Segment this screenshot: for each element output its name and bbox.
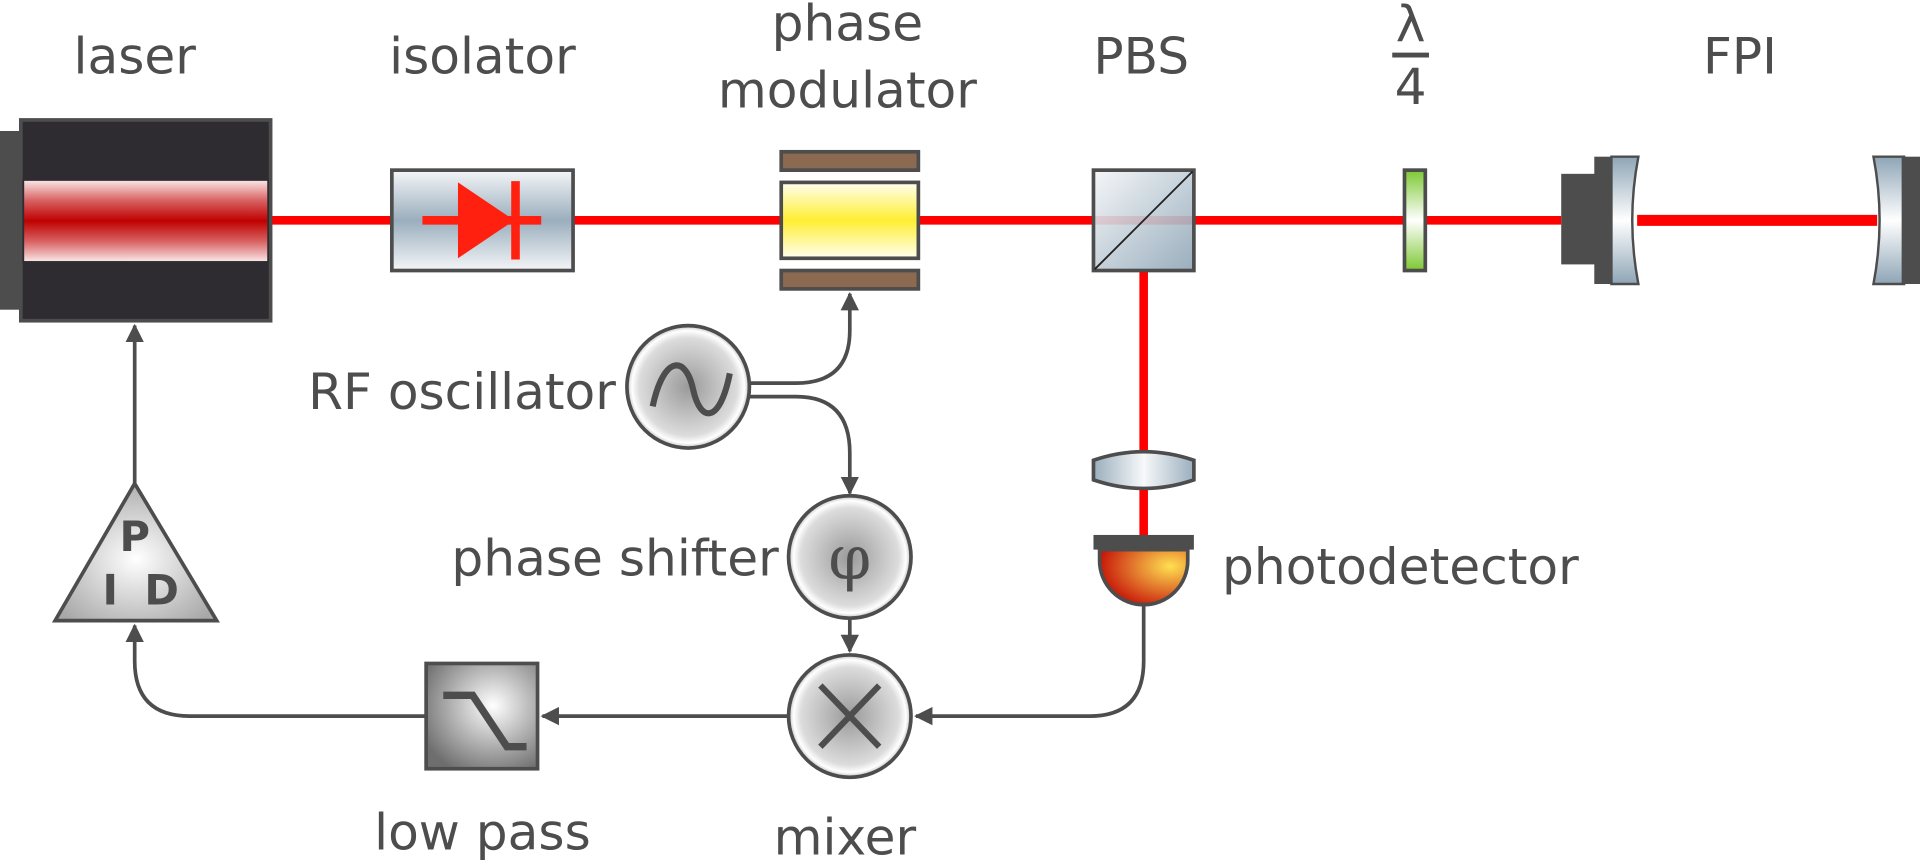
laser-back-plate <box>0 130 23 310</box>
lens-glass <box>1091 449 1196 491</box>
laser-gain-medium <box>22 179 270 263</box>
phase-shifter-circle <box>786 493 913 621</box>
low-pass-box <box>424 661 540 771</box>
rf-oscillator-label: RF oscillator <box>308 362 616 421</box>
mirror-holder <box>1594 156 1613 284</box>
lowpass-step-icon <box>443 691 527 751</box>
photodetector-plate <box>1093 534 1194 550</box>
polarizing-beam-splitter[interactable]: PBS <box>1091 26 1196 273</box>
fpi-label: FPI <box>1703 26 1777 85</box>
mixer-label: mixer <box>774 807 917 863</box>
laser-label: laser <box>74 26 197 85</box>
pbs-diagonal <box>1094 170 1194 270</box>
phi-icon: φ <box>828 523 871 594</box>
rf-oscillator[interactable]: RF oscillator <box>308 323 752 450</box>
mixer[interactable]: mixer <box>774 653 917 863</box>
isolator-label: isolator <box>389 26 576 85</box>
quarter-wave-plate[interactable]: λ 4 <box>1392 0 1429 273</box>
phase-shifter[interactable]: φ phase shifter <box>451 493 913 621</box>
signal-wires <box>125 291 1146 726</box>
pid-p: P <box>119 512 150 561</box>
wire-oscillator-to-phase-shifter <box>749 394 859 496</box>
isolator[interactable]: isolator <box>389 26 576 273</box>
photodiode-dome <box>1097 547 1190 607</box>
laser[interactable]: laser <box>0 26 273 323</box>
fabry-perot-interferometer[interactable]: FPI <box>1561 26 1920 286</box>
wire-photodetector-to-mixer <box>914 604 1146 726</box>
multiply-cross-icon <box>818 683 882 749</box>
waveplate-label-numerator: λ <box>1396 0 1426 54</box>
focusing-lens[interactable] <box>1091 449 1196 491</box>
fpi-input-mirror <box>1561 155 1640 286</box>
top-electrode <box>779 149 921 172</box>
wire-oscillator-to-modulator <box>749 291 859 385</box>
waveplate-label-denominator: 4 <box>1395 57 1427 116</box>
phase-modulator[interactable]: phase modulator <box>718 0 977 291</box>
sine-wave-icon <box>649 362 733 417</box>
low-pass-filter[interactable]: low pass <box>374 661 591 862</box>
piezo-mount <box>1561 173 1596 265</box>
pid-d: D <box>144 566 179 615</box>
oscillator-circle <box>625 323 752 450</box>
pid-i: I <box>102 566 117 615</box>
pbs-label: PBS <box>1093 26 1189 85</box>
photodetector-label: photodetector <box>1222 537 1579 596</box>
mirror-glass <box>1610 155 1640 286</box>
phase-modulator-label-line1: phase <box>772 0 923 52</box>
diode-icon <box>422 181 542 260</box>
phase-shifter-label: phase shifter <box>451 528 779 587</box>
pid-triangle <box>51 479 220 623</box>
photodetector[interactable]: photodetector <box>1093 534 1579 607</box>
low-pass-label: low pass <box>374 803 591 862</box>
pid-controller[interactable]: P I D <box>51 479 220 623</box>
waveplate-body <box>1402 168 1428 273</box>
mirror-glass <box>1871 155 1906 286</box>
eo-crystal <box>779 180 921 261</box>
phase-modulator-label-line2: modulator <box>718 61 977 120</box>
bottom-electrode <box>779 268 921 291</box>
mirror-holder <box>1901 156 1920 284</box>
wire-lowpass-to-pid <box>125 623 427 718</box>
fpi-output-mirror <box>1871 155 1920 286</box>
